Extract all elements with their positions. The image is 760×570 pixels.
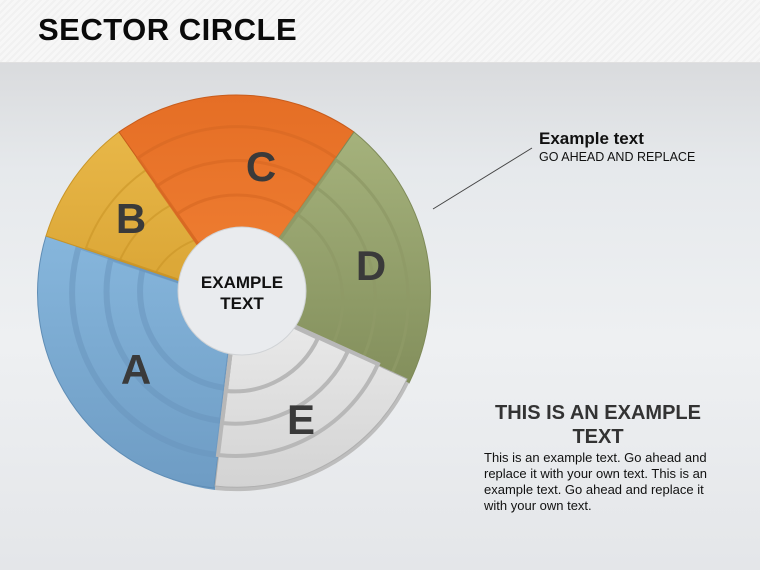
title-bar: SECTOR CIRCLE	[0, 0, 760, 63]
segment-c-label: C	[246, 143, 276, 190]
center-hub	[177, 226, 307, 356]
callout-line	[432, 147, 533, 210]
center-label-line1: EXAMPLE	[201, 273, 283, 292]
segment-b-label: B	[116, 195, 146, 242]
page-title: SECTOR CIRCLE	[38, 12, 298, 47]
text-block-heading: THIS IS AN EXAMPLE TEXT	[495, 402, 701, 448]
segment-e-label: E	[287, 396, 315, 443]
segment-d-label: D	[356, 242, 386, 289]
callout-subtitle: GO AHEAD AND REPLACE	[539, 150, 696, 164]
center-label-line2: TEXT	[220, 294, 264, 313]
text-block-body: This is an example text. Go ahead and re…	[484, 450, 708, 513]
callout-title: Example text	[539, 129, 644, 148]
segment-a-label: A	[121, 346, 151, 393]
